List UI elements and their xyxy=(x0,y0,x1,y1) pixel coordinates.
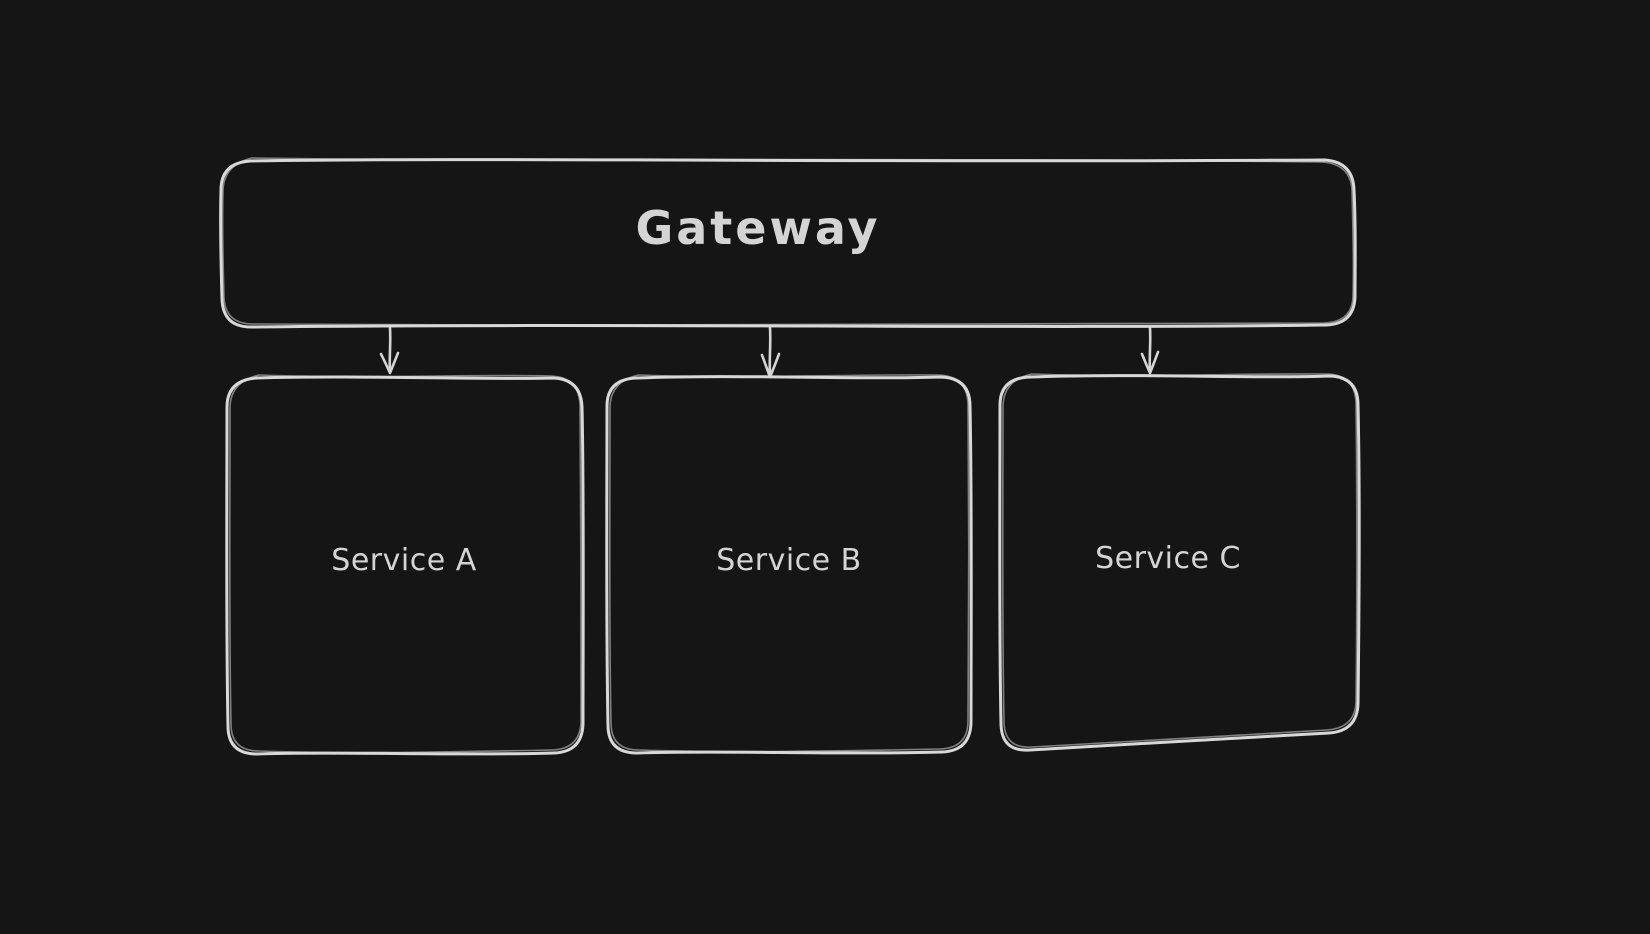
node-gateway: Gateway xyxy=(219,157,1357,329)
arrow-shaft xyxy=(388,326,392,373)
arrow-gateway-to-service-c xyxy=(1140,326,1160,375)
arrow-shaft xyxy=(1148,326,1152,373)
arrow-gateway-to-service-a xyxy=(379,326,400,375)
gateway-box-outline xyxy=(219,158,1357,329)
service-c-box-outline xyxy=(998,374,1361,752)
node-service-c: Service C xyxy=(998,373,1361,752)
arrow-shaft xyxy=(768,326,772,378)
gateway-box-outline-sketch xyxy=(221,157,1355,327)
service-a-label: Service A xyxy=(331,543,476,578)
arrow-head xyxy=(379,351,400,375)
arrow-head xyxy=(1140,350,1160,375)
service-b-box-outline-sketch xyxy=(608,374,970,753)
gateway-label: Gateway xyxy=(635,201,880,255)
service-b-box-outline xyxy=(605,375,973,755)
node-service-b: Service B xyxy=(605,374,973,755)
arrow-gateway-to-service-b xyxy=(760,326,781,379)
node-service-a: Service A xyxy=(225,374,585,756)
service-c-label: Service C xyxy=(1095,541,1241,576)
service-c-box-outline-sketch xyxy=(1001,373,1358,748)
service-a-box-outline xyxy=(225,375,585,756)
service-a-box-outline-sketch xyxy=(228,374,582,754)
service-b-label: Service B xyxy=(716,543,862,578)
